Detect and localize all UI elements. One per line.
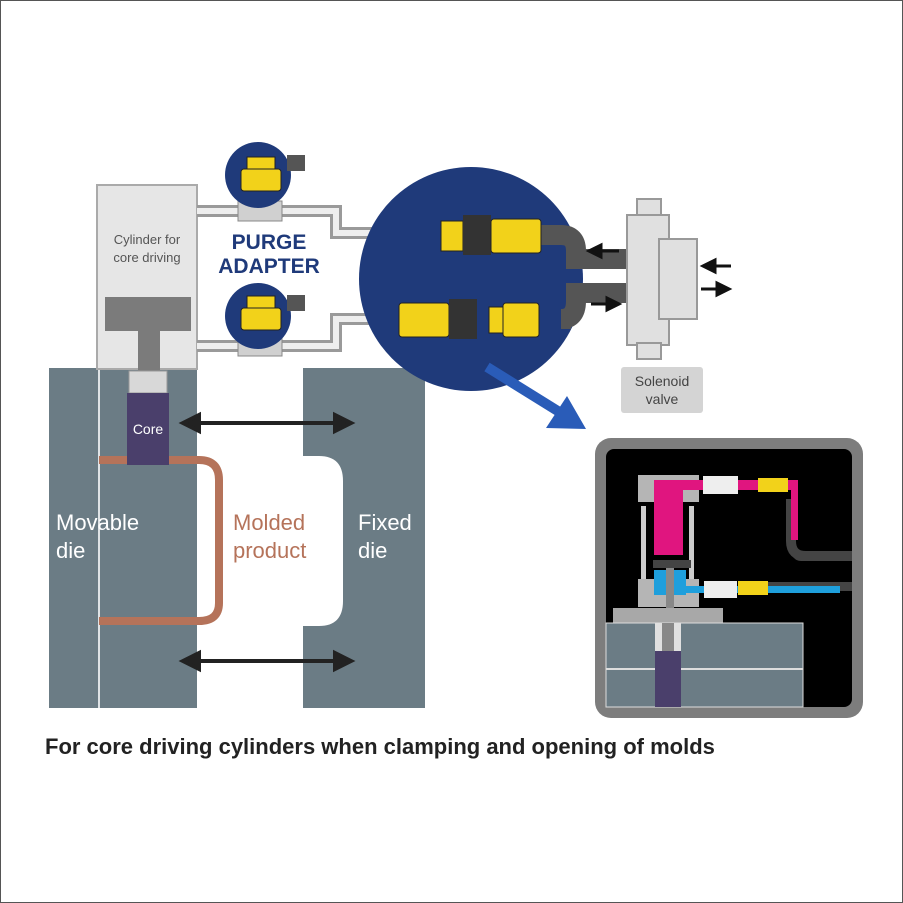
molded-product-label-line1: Molded [233, 510, 305, 535]
zoom-arrow [484, 362, 586, 429]
solenoid-label-line2: valve [646, 391, 679, 407]
purge-coupler-bottom [398, 299, 540, 339]
movable-die [49, 368, 197, 708]
movable-die-label-line1: Movable [56, 510, 139, 535]
fixed-die-label-line1: Fixed [358, 510, 412, 535]
clamp-arrow-top [178, 411, 356, 435]
clamp-arrow-bottom [178, 649, 356, 673]
purge-coupler-top [440, 215, 542, 255]
purge-adapter-icon-bottom [225, 283, 305, 349]
molded-product-outline [99, 456, 223, 625]
molded-product-label-line2: product [233, 538, 306, 563]
caption: For core driving cylinders when clamping… [45, 734, 715, 759]
purge-adapter-icon-top [225, 142, 305, 208]
core-label: Core [133, 421, 164, 437]
flow-arrows [585, 242, 733, 313]
solenoid-label-line1: Solenoid [635, 373, 690, 389]
purge-adapter-closeup-circle [359, 167, 583, 391]
inset-detail [595, 438, 863, 718]
purge-adapter-label-line1: PURGE [232, 231, 307, 254]
hoses [541, 225, 631, 329]
core-driving-cylinder [96, 184, 198, 394]
fixed-die [303, 368, 425, 708]
cylinder-label-line1: Cylinder for [114, 232, 181, 247]
solenoid-valve [626, 198, 698, 360]
purge-adapter-label-line2: ADAPTER [218, 255, 320, 278]
cylinder-label-line2: core driving [113, 250, 180, 265]
solenoid-label-box [621, 367, 703, 413]
core [127, 393, 169, 465]
fixed-die-label-line2: die [358, 538, 387, 563]
movable-die-label-line2: die [56, 538, 85, 563]
